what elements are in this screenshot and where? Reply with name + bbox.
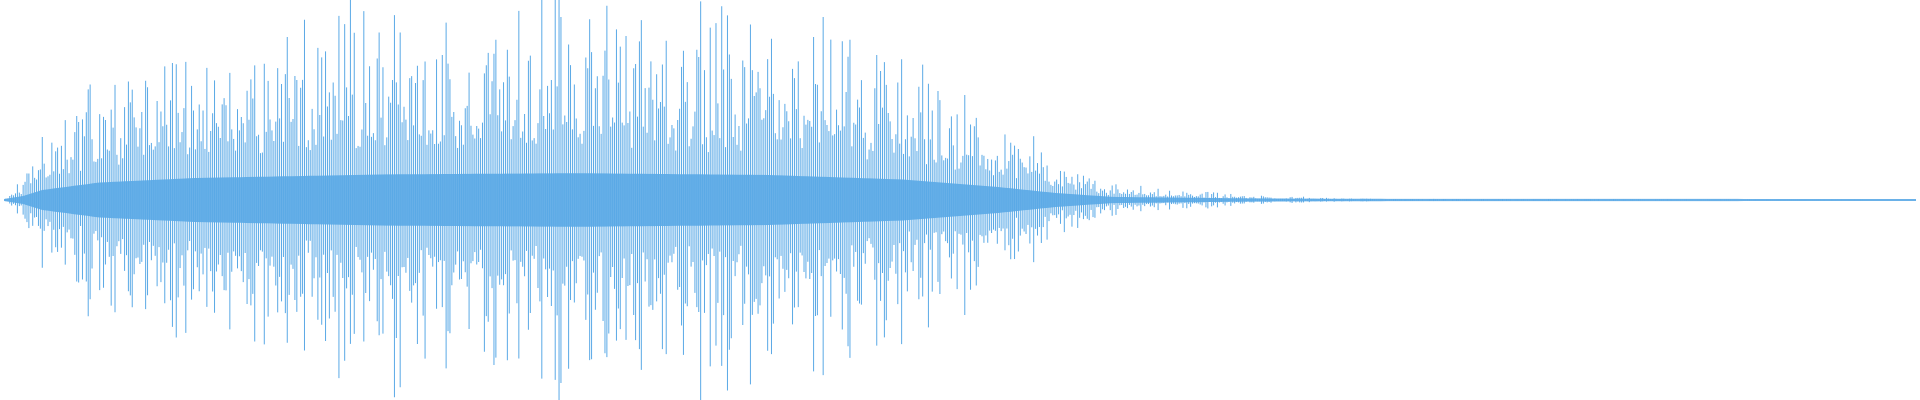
waveform-core-band [4,173,1916,227]
